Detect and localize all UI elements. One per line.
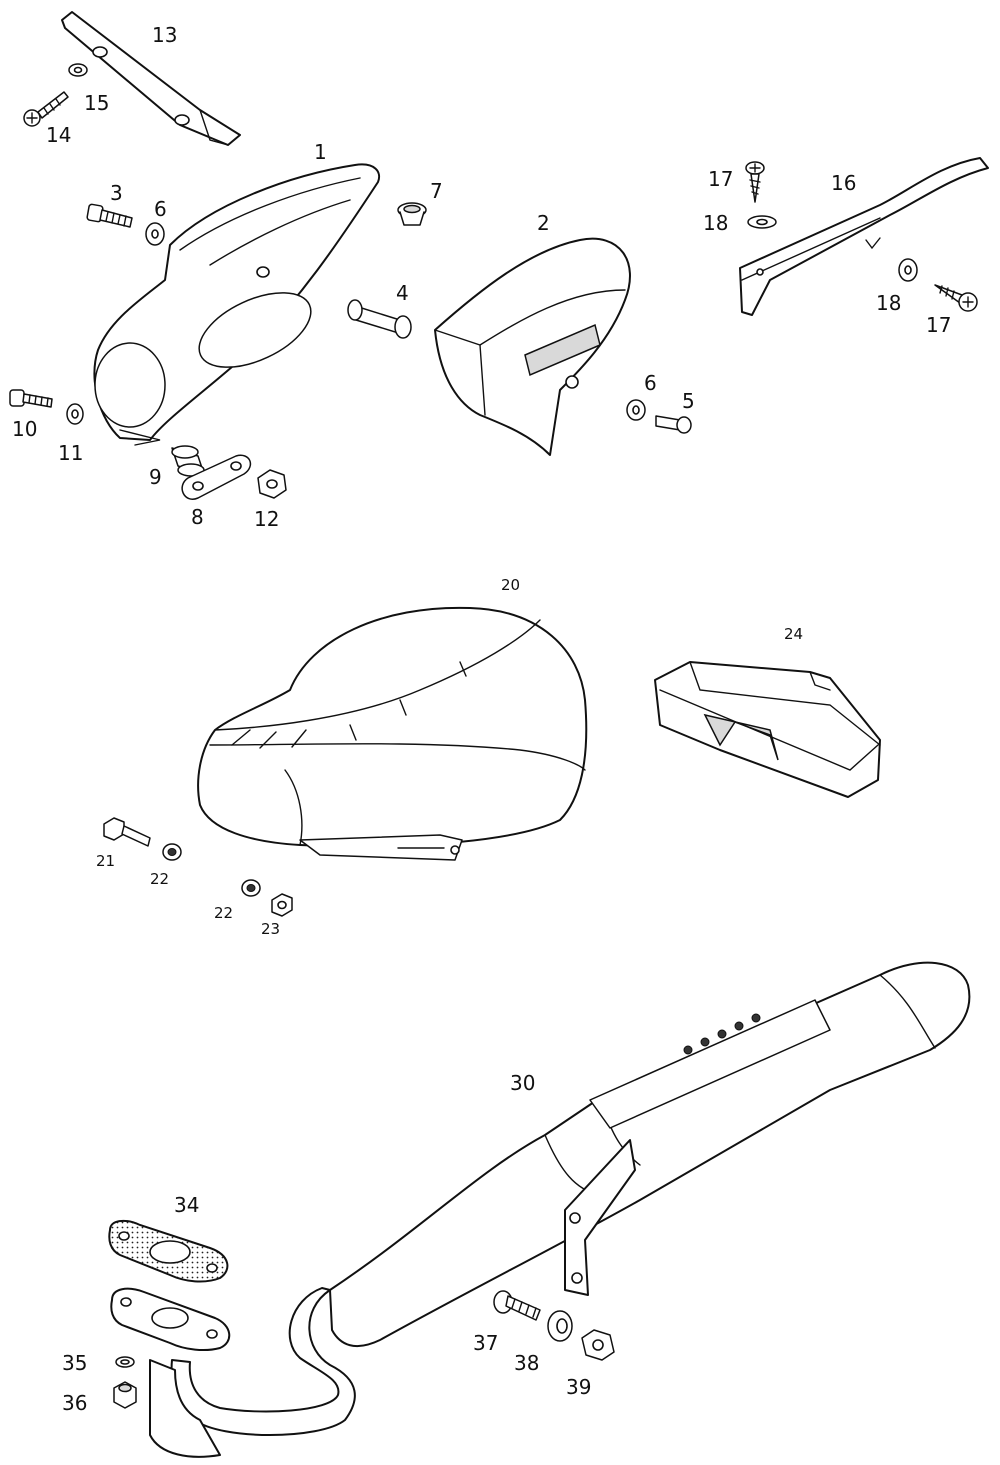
label-35: 35: [62, 1351, 87, 1375]
label-16: 16: [831, 171, 856, 195]
label-37: 37: [473, 1331, 498, 1355]
exhaust-flange: [110, 1287, 231, 1352]
label-3: 3: [110, 181, 123, 205]
part-12-nut: [257, 469, 287, 499]
part-38-washer: [547, 1310, 573, 1342]
part-20-seat: [197, 606, 588, 861]
label-17-upper: 17: [708, 167, 733, 191]
part-5-screw: [655, 415, 692, 434]
part-14-screw: [23, 91, 69, 127]
label-13: 13: [152, 23, 177, 47]
part-23-nut: [271, 893, 293, 917]
part-3-bolt: [86, 203, 133, 228]
label-11: 11: [58, 441, 83, 465]
part-18-washer-lower: [898, 258, 918, 282]
part-17-screw-lower: [934, 284, 978, 312]
label-21: 21: [96, 852, 115, 870]
part-34-gasket: [108, 1219, 229, 1283]
label-18-upper: 18: [703, 211, 728, 235]
label-4: 4: [396, 281, 409, 305]
label-6-upper: 6: [154, 197, 167, 221]
label-8: 8: [191, 505, 204, 529]
label-20: 20: [501, 576, 520, 594]
part-15-washer: [68, 63, 88, 77]
part-39-nut: [581, 1329, 615, 1361]
label-38: 38: [514, 1351, 539, 1375]
part-30-exhaust: [149, 961, 971, 1458]
part-10-bolt: [9, 389, 53, 408]
label-18-lower: 18: [876, 291, 901, 315]
label-22-lower: 22: [214, 904, 233, 922]
part-2-side-cover: [434, 237, 631, 456]
label-22-upper: 22: [150, 870, 169, 888]
label-39: 39: [566, 1375, 591, 1399]
label-15: 15: [84, 91, 109, 115]
part-22-washer-upper: [162, 843, 182, 861]
part-6-washer-upper: [145, 222, 165, 246]
part-18-washer-upper: [747, 215, 777, 229]
part-37-bolt: [493, 1290, 541, 1321]
label-10: 10: [12, 417, 37, 441]
part-11-washer: [66, 403, 84, 425]
part-6-washer-lower: [626, 399, 646, 421]
part-8-plate: [181, 454, 252, 500]
part-36-cap-nut: [113, 1381, 137, 1409]
part-21-bolt: [103, 817, 151, 847]
label-14: 14: [46, 123, 71, 147]
label-5: 5: [682, 389, 695, 413]
part-13-bracket: [61, 11, 241, 146]
label-6-lower: 6: [644, 371, 657, 395]
part-35-lock-washer: [115, 1356, 135, 1368]
label-34: 34: [174, 1193, 199, 1217]
label-2: 2: [537, 211, 550, 235]
part-22-washer-lower: [241, 879, 261, 897]
label-30: 30: [510, 1071, 535, 1095]
label-12: 12: [254, 507, 279, 531]
part-1-side-cover: [93, 163, 380, 446]
part-9-spacer: [171, 445, 205, 477]
label-23: 23: [261, 920, 280, 938]
label-36: 36: [62, 1391, 87, 1415]
part-7-grommet: [397, 202, 427, 226]
part-4-sleeve: [347, 299, 412, 339]
label-17-lower: 17: [926, 313, 951, 337]
part-17-screw-upper: [745, 161, 765, 203]
part-24-tray: [654, 661, 881, 798]
part-16-strap-bracket: [739, 157, 989, 316]
label-9: 9: [149, 465, 162, 489]
label-24: 24: [784, 625, 803, 643]
label-7: 7: [430, 179, 443, 203]
label-1: 1: [314, 140, 327, 164]
